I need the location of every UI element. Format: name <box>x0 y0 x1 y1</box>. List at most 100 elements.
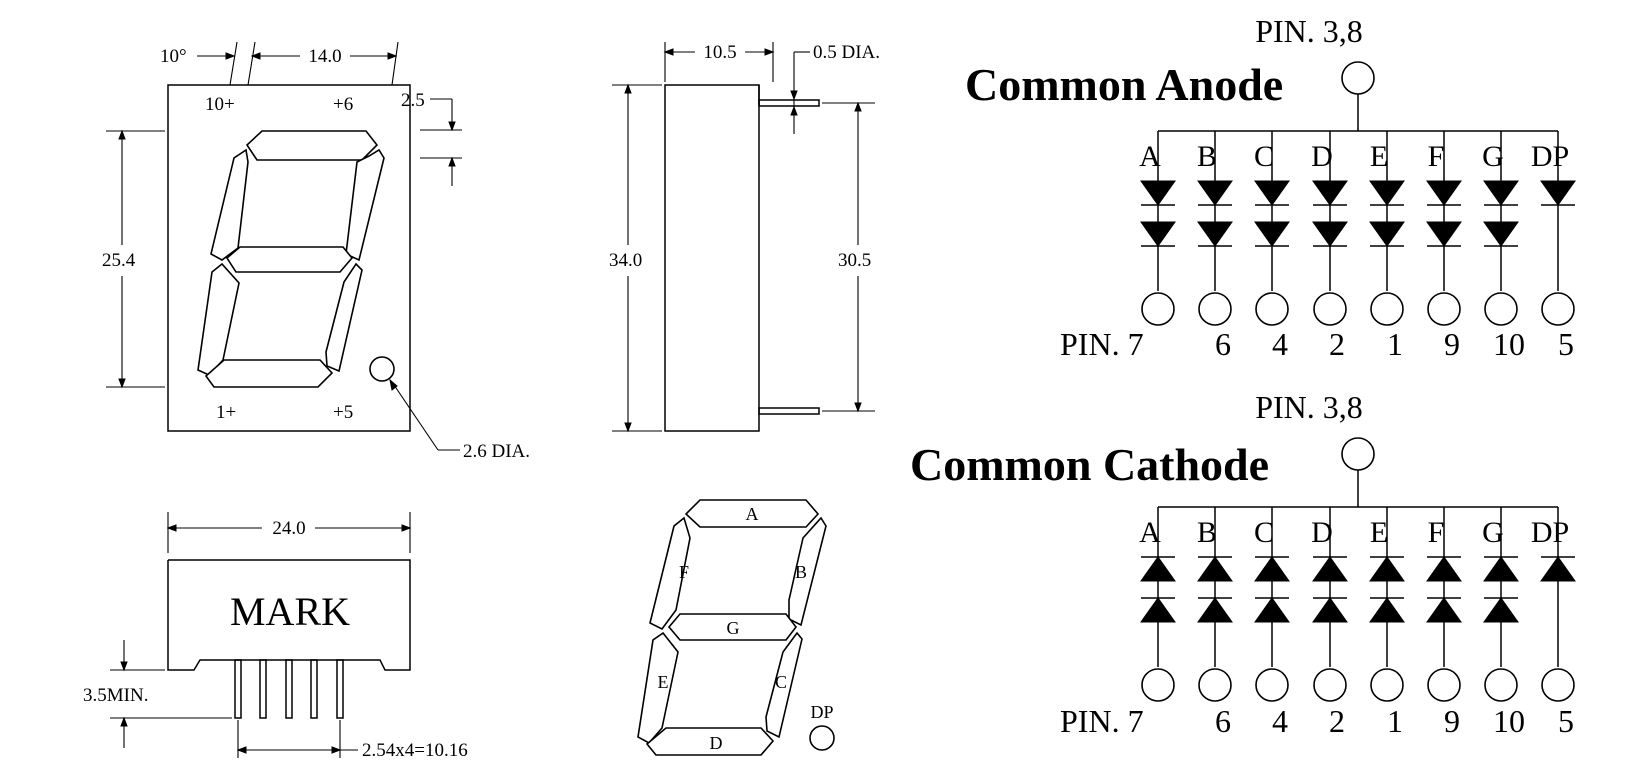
front-segment-d <box>204 359 334 388</box>
anode-segment-label-e: E <box>1370 140 1388 173</box>
cathode-segment-label-e: E <box>1370 516 1388 549</box>
bottom-pin-3 <box>285 659 293 719</box>
cathode-terminal-e <box>1370 668 1404 702</box>
cathode-pin-d: 2 <box>1329 703 1345 739</box>
anode-diode-e-1 <box>1369 180 1405 206</box>
front-segment-c <box>325 262 363 373</box>
depth-arrow-right <box>764 48 775 56</box>
offset-arrow-top <box>448 121 456 132</box>
map-label-f: F <box>679 562 689 582</box>
pitch-arrow-left <box>236 746 247 754</box>
side-depth-label: 10.5 <box>703 42 736 63</box>
anode-terminal-f <box>1427 292 1461 326</box>
anode-diode-c-1 <box>1254 180 1290 206</box>
cathode-pin-e: 1 <box>1387 703 1403 739</box>
cathode-diode-a-1 <box>1140 556 1176 582</box>
cathode-diode-f-1 <box>1426 556 1462 582</box>
cathode-pin-g: 10 <box>1493 703 1525 739</box>
digit-height-arrow-top <box>118 129 126 140</box>
dp-dia-label: 2.6 DIA. <box>463 441 530 462</box>
cathode-diode-c-1 <box>1254 556 1290 582</box>
anode-diode-b-2 <box>1197 221 1233 247</box>
anode-segment-label-f: F <box>1428 140 1445 173</box>
width-arrow-left <box>250 52 261 60</box>
cathode-pin-labels: PIN. 7 6 4 2 1 9 10 5 <box>1060 703 1574 739</box>
anode-common-pin: PIN. 3,8 <box>1255 13 1363 49</box>
pitch-arrow-right <box>331 746 342 754</box>
anode-segment-label-g: G <box>1482 140 1504 173</box>
anode-pin-e: 1 <box>1387 326 1403 362</box>
cathode-diode-d-2 <box>1312 597 1348 623</box>
cathode-segment-label-d: D <box>1311 516 1333 549</box>
angle-arrow <box>225 52 236 60</box>
cathode-common-terminal <box>1341 437 1375 471</box>
bottom-width-arrow-left <box>166 524 177 532</box>
cathode-pin-f: 9 <box>1444 703 1460 739</box>
anode-pin-dp: 5 <box>1558 326 1574 362</box>
dp-dia-leader <box>391 381 439 451</box>
cathode-terminal-f <box>1427 668 1461 702</box>
pin-len-label: 3.5MIN. <box>83 685 148 706</box>
front-angle-label: 10° <box>160 46 187 67</box>
bottom-view: MARK 24.0 3.5MIN. 2.54x4=10.16 <box>83 512 468 761</box>
cathode-diode-e-2 <box>1369 597 1405 623</box>
map-label-e: E <box>658 672 669 692</box>
pitch-label: 2.54x4=10.16 <box>362 740 468 761</box>
pin-label-1: 1+ <box>216 402 236 423</box>
front-segment-g <box>225 246 354 273</box>
pin-label-5: +5 <box>333 402 353 423</box>
anode-diode-c-2 <box>1254 221 1290 247</box>
front-dp-dot <box>369 356 395 382</box>
side-view: 10.5 0.5 DIA. 34.0 30.5 <box>609 42 880 433</box>
cathode-terminal-g <box>1484 668 1518 702</box>
pin-len-arrow-top <box>120 661 128 672</box>
pin-label-6: +6 <box>333 94 353 115</box>
map-segment-f <box>649 516 691 631</box>
map-label-b: B <box>795 562 807 582</box>
map-label-d: D <box>710 733 723 753</box>
side-pin-bottom <box>758 407 820 415</box>
width-ext-left <box>247 41 256 86</box>
anode-pin-d: 2 <box>1329 326 1345 362</box>
anode-segment-label-a: A <box>1139 140 1161 173</box>
dp-dia-arrow <box>389 378 398 391</box>
map-dp-dot <box>809 725 835 751</box>
anode-terminal-g <box>1484 292 1518 326</box>
cathode-segment-label-dp: DP <box>1531 516 1569 549</box>
anode-diode-e-2 <box>1369 221 1405 247</box>
anode-terminal-d <box>1313 292 1347 326</box>
anode-segment-label-c: C <box>1254 140 1274 173</box>
anode-diode-b-1 <box>1197 180 1233 206</box>
anode-diode-g-1 <box>1483 180 1519 206</box>
map-segment-c <box>765 631 803 739</box>
front-segment-b <box>345 148 385 262</box>
cathode-diode-b-2 <box>1197 597 1233 623</box>
map-label-dp: DP <box>810 702 833 722</box>
front-digit <box>197 130 395 388</box>
front-view: 10° 14.0 10+ +6 1+ +5 2.5 25.4 <box>102 41 530 462</box>
anode-pin-prefix: PIN. 7 <box>1060 326 1144 362</box>
anode-terminal-e <box>1370 292 1404 326</box>
cathode-diode-f-2 <box>1426 597 1462 623</box>
anode-diode-d-1 <box>1312 180 1348 206</box>
cathode-diode-c-2 <box>1254 597 1290 623</box>
anode-segment-label-dp: DP <box>1531 140 1569 173</box>
cathode-diode-d-1 <box>1312 556 1348 582</box>
height-arrow-top <box>624 83 632 94</box>
anode-pin-g: 10 <box>1493 326 1525 362</box>
digit-height-arrow-bottom <box>118 378 126 389</box>
anode-diode-g-2 <box>1483 221 1519 247</box>
cathode-pin-prefix: PIN. 7 <box>1060 703 1144 739</box>
side-pin-dia-label: 0.5 DIA. <box>813 42 880 63</box>
cathode-pin-b: 6 <box>1215 703 1231 739</box>
side-body-outline <box>664 84 760 432</box>
cathode-terminal-dp <box>1541 668 1575 702</box>
anode-diode-dp-1 <box>1540 180 1576 206</box>
mark-label: MARK <box>230 589 350 634</box>
pin-span-arrow-top <box>854 101 862 112</box>
anode-pin-f: 9 <box>1444 326 1460 362</box>
anode-diode-a-1 <box>1140 180 1176 206</box>
front-segment-a <box>245 130 379 161</box>
